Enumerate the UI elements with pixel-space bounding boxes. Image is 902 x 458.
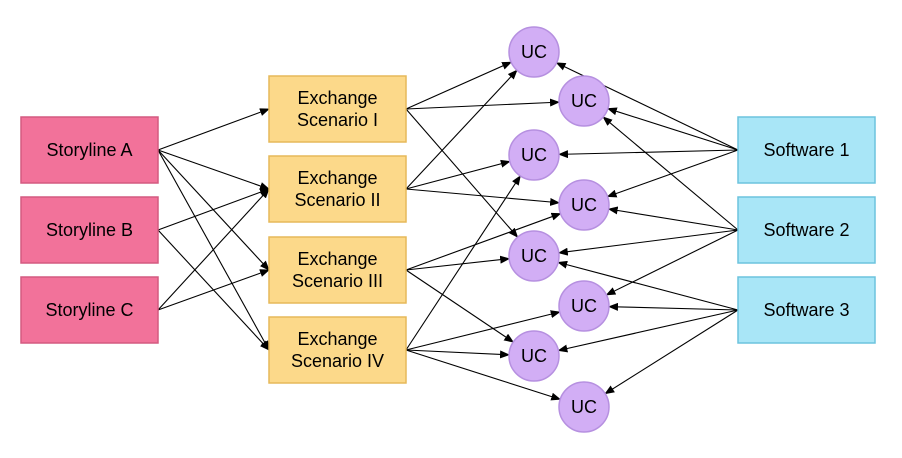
use-case-node: UC: [558, 179, 610, 231]
storyline-node: Storyline A: [20, 116, 159, 184]
storyline-box: [20, 196, 159, 264]
use-case-label: UC: [521, 346, 547, 366]
use-case-label: UC: [571, 91, 597, 111]
use-case-circle: [558, 75, 610, 127]
exchange-scenario-label-line2: Scenario IV: [291, 351, 384, 371]
use-case-label: UC: [521, 42, 547, 62]
use-case-circle: [508, 26, 560, 78]
connector-arrow: [557, 149, 739, 159]
connector-arrow: [405, 159, 511, 190]
exchange-scenario-label-line1: Exchange: [297, 329, 377, 349]
connector-arrow: [557, 309, 739, 353]
connector-arrow: [405, 69, 518, 190]
connector-arrow: [405, 212, 562, 271]
software-box: [737, 276, 876, 344]
use-case-label: UC: [571, 397, 597, 417]
exchange-scenario-label-line1: Exchange: [297, 249, 377, 269]
storyline-node: Storyline C: [20, 276, 159, 344]
use-case-circle: [508, 330, 560, 382]
storyline-box: [20, 276, 159, 344]
edges-layer: [157, 61, 739, 401]
use-case-node: UC: [558, 280, 610, 332]
software-node: Software 3: [737, 276, 876, 344]
connector-arrow: [157, 108, 270, 151]
software-node: Software 2: [737, 196, 876, 264]
exchange-scenario-box: [268, 155, 407, 223]
connector-arrow: [557, 260, 739, 311]
connector-arrow: [405, 255, 511, 271]
use-case-node: UC: [558, 75, 610, 127]
connector-arrow: [405, 349, 511, 359]
use-case-label: UC: [571, 195, 597, 215]
use-case-label: UC: [521, 246, 547, 266]
connector-arrow: [606, 149, 739, 198]
software-label: Software 3: [763, 300, 849, 320]
connector-arrow: [405, 310, 561, 351]
use-case-circle: [558, 179, 610, 231]
use-case-label: UC: [571, 296, 597, 316]
exchange-scenario-label-line2: Scenario III: [292, 271, 383, 291]
software-label: Software 1: [763, 140, 849, 160]
use-case-circle: [508, 230, 560, 282]
storyline-node: Storyline B: [20, 196, 159, 264]
connector-arrow: [157, 269, 270, 311]
use-case-node: UC: [508, 230, 560, 282]
connector-arrow: [157, 149, 270, 190]
connector-arrow: [557, 229, 739, 256]
connector-arrow: [602, 116, 739, 231]
connector-arrow: [157, 188, 270, 231]
software-box: [737, 196, 876, 264]
exchange-scenario-box: [268, 236, 407, 304]
use-case-circle: [558, 280, 610, 332]
storyline-label: Storyline B: [46, 220, 133, 240]
connector-arrow: [604, 309, 739, 395]
use-case-circle: [508, 129, 560, 181]
use-case-node: UC: [508, 129, 560, 181]
software-label: Software 2: [763, 220, 849, 240]
connector-arrow: [607, 302, 739, 311]
connector-arrow: [605, 229, 739, 296]
connector-arrow: [405, 98, 561, 110]
exchange-scenario-box: [268, 75, 407, 143]
exchange-scenario-label-line1: Exchange: [297, 168, 377, 188]
connector-arrow: [405, 108, 519, 238]
storyline-label: Storyline C: [45, 300, 133, 320]
connector-arrow: [405, 349, 562, 401]
connector-arrow: [405, 175, 521, 351]
connector-arrow: [607, 206, 739, 231]
use-case-node: UC: [558, 381, 610, 433]
connector-arrow: [405, 188, 561, 206]
use-case-circle: [558, 381, 610, 433]
exchange-scenario-label-line1: Exchange: [297, 88, 377, 108]
use-case-node: UC: [508, 330, 560, 382]
connector-arrow: [405, 61, 513, 110]
exchange-scenario-label-line2: Scenario II: [294, 190, 380, 210]
storyline-label: Storyline A: [46, 140, 132, 160]
connector-arrow: [157, 188, 270, 311]
use-case-node: UC: [508, 26, 560, 78]
nodes-layer: Storyline A Storyline B Storyline C Exchang…: [20, 26, 876, 433]
software-node: Software 1: [737, 116, 876, 184]
connector-arrow: [606, 107, 739, 151]
use-case-label: UC: [521, 145, 547, 165]
software-box: [737, 116, 876, 184]
connector-arrow: [405, 269, 515, 343]
storyline-box: [20, 116, 159, 184]
exchange-scenario-label-line2: Scenario I: [297, 110, 378, 130]
exchange-scenario-box: [268, 316, 407, 384]
